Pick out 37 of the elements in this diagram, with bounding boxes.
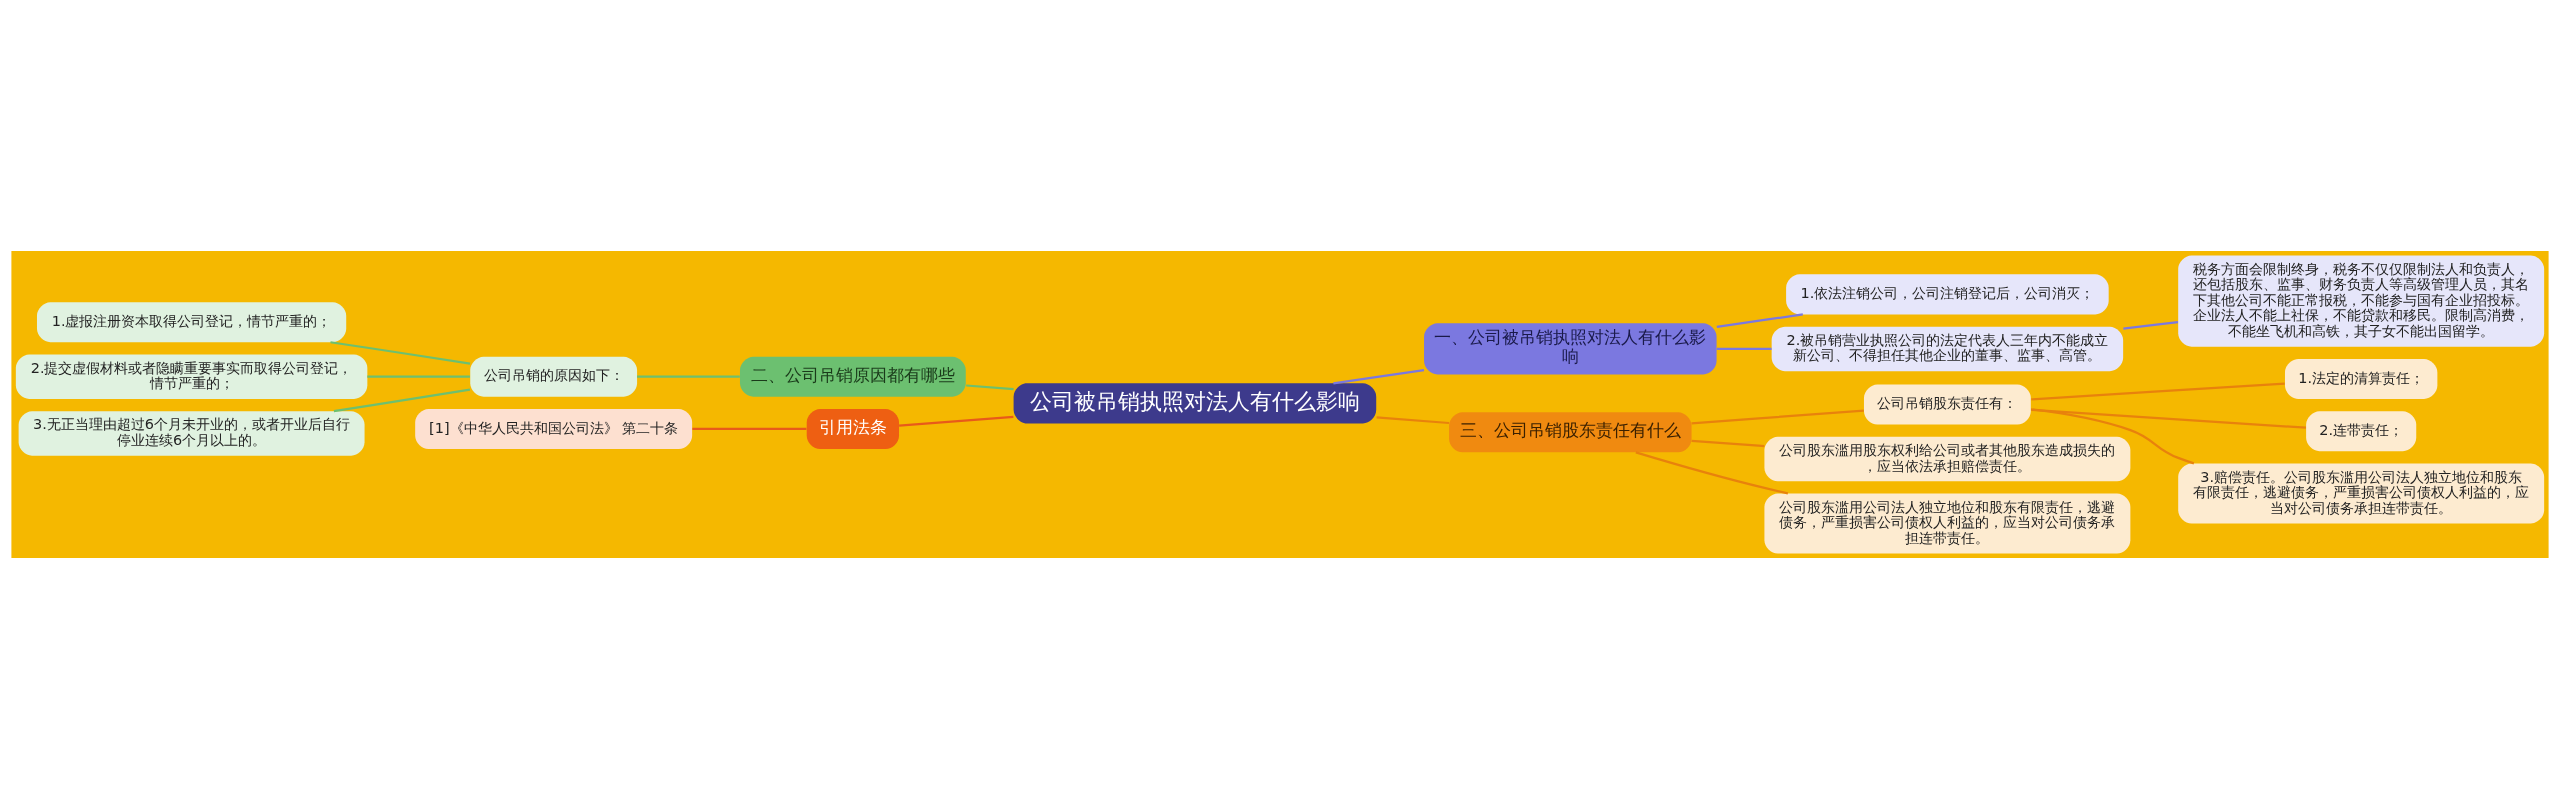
connector bbox=[1716, 313, 1803, 329]
node-box: 3.无正当理由超过6个月未开业的，或者开业后自行停业连续6个月以上的。 bbox=[18, 411, 365, 456]
connector bbox=[330, 341, 471, 365]
connector bbox=[1635, 451, 1789, 495]
node-box: 三、公司吊销股东责任有什么 bbox=[1449, 412, 1692, 453]
node-box: 公司被吊销执照对法人有什么影响 bbox=[1013, 383, 1377, 424]
connector bbox=[2031, 382, 2285, 401]
connector bbox=[966, 384, 1014, 391]
node-box: 2.提交虚假材料或者隐瞒重要事实而取得公司登记，情节严重的； bbox=[15, 354, 368, 399]
node-box: 引用法条 bbox=[806, 408, 900, 449]
node-box: 公司吊销股东责任有： bbox=[1863, 384, 2031, 425]
node-box: 1.依法注销公司，公司注销登记后，公司消灭； bbox=[1786, 274, 2109, 315]
connector bbox=[692, 427, 807, 431]
node-box: 1.法定的清算责任； bbox=[2285, 358, 2438, 399]
node-box: 公司吊销的原因如下： bbox=[470, 356, 638, 397]
node-box: 公司股东滥用股东权利给公司或者其他股东造成损失的，应当依法承担赔偿责任。 bbox=[1764, 436, 2131, 482]
connector bbox=[2123, 321, 2179, 330]
node-box: 3.赔偿责任。公司股东滥用公司法人独立地位和股东有限责任，逃避债务，严重损害公司债权人利益的，应当对公司债务承担连带责任。 bbox=[2178, 463, 2545, 524]
connector bbox=[1376, 416, 1450, 425]
connector bbox=[637, 375, 740, 378]
connector bbox=[333, 388, 471, 413]
node-box: 公司股东滥用公司法人独立地位和股东有限责任，逃避债务，严重损害公司债权人利益的，应当对公司债务承担连带责任。 bbox=[1764, 493, 2131, 554]
connector bbox=[1716, 347, 1772, 350]
connector bbox=[367, 375, 470, 378]
node-box: 一、公司被吊销执照对法人有什么影响 bbox=[1424, 323, 1717, 375]
node-box: 税务方面会限制终身，税务不仅仅限制法人和负责人，还包括股东、监事、财务负责人等高级管理人员，其名下其他公司不能正常报税，不能参与国有企业招投标。企业法人不能上社保，不能贷款和移民。限制高消费，不能坐飞机和高铁，其子女不能出国留学。 bbox=[2178, 255, 2545, 347]
connector bbox=[1333, 369, 1425, 385]
node-box: 1.虚报注册资本取得公司登记，情节严重的； bbox=[37, 302, 347, 343]
node-box: 2.连带责任； bbox=[2306, 411, 2417, 452]
node-box: [1]《中华人民共和国公司法》 第二十条 bbox=[415, 408, 693, 449]
connector bbox=[2031, 408, 2306, 429]
node-box: 2.被吊销营业执照公司的法定代表人三年内不能成立新公司、不得担任其他企业的董事、监事、高管。 bbox=[1771, 326, 2124, 372]
connector bbox=[1691, 439, 1765, 448]
connector bbox=[1691, 409, 1864, 425]
node-box: 二、公司吊销原因都有哪些 bbox=[739, 356, 966, 397]
connector bbox=[899, 415, 1014, 427]
connector bbox=[2031, 408, 2195, 465]
